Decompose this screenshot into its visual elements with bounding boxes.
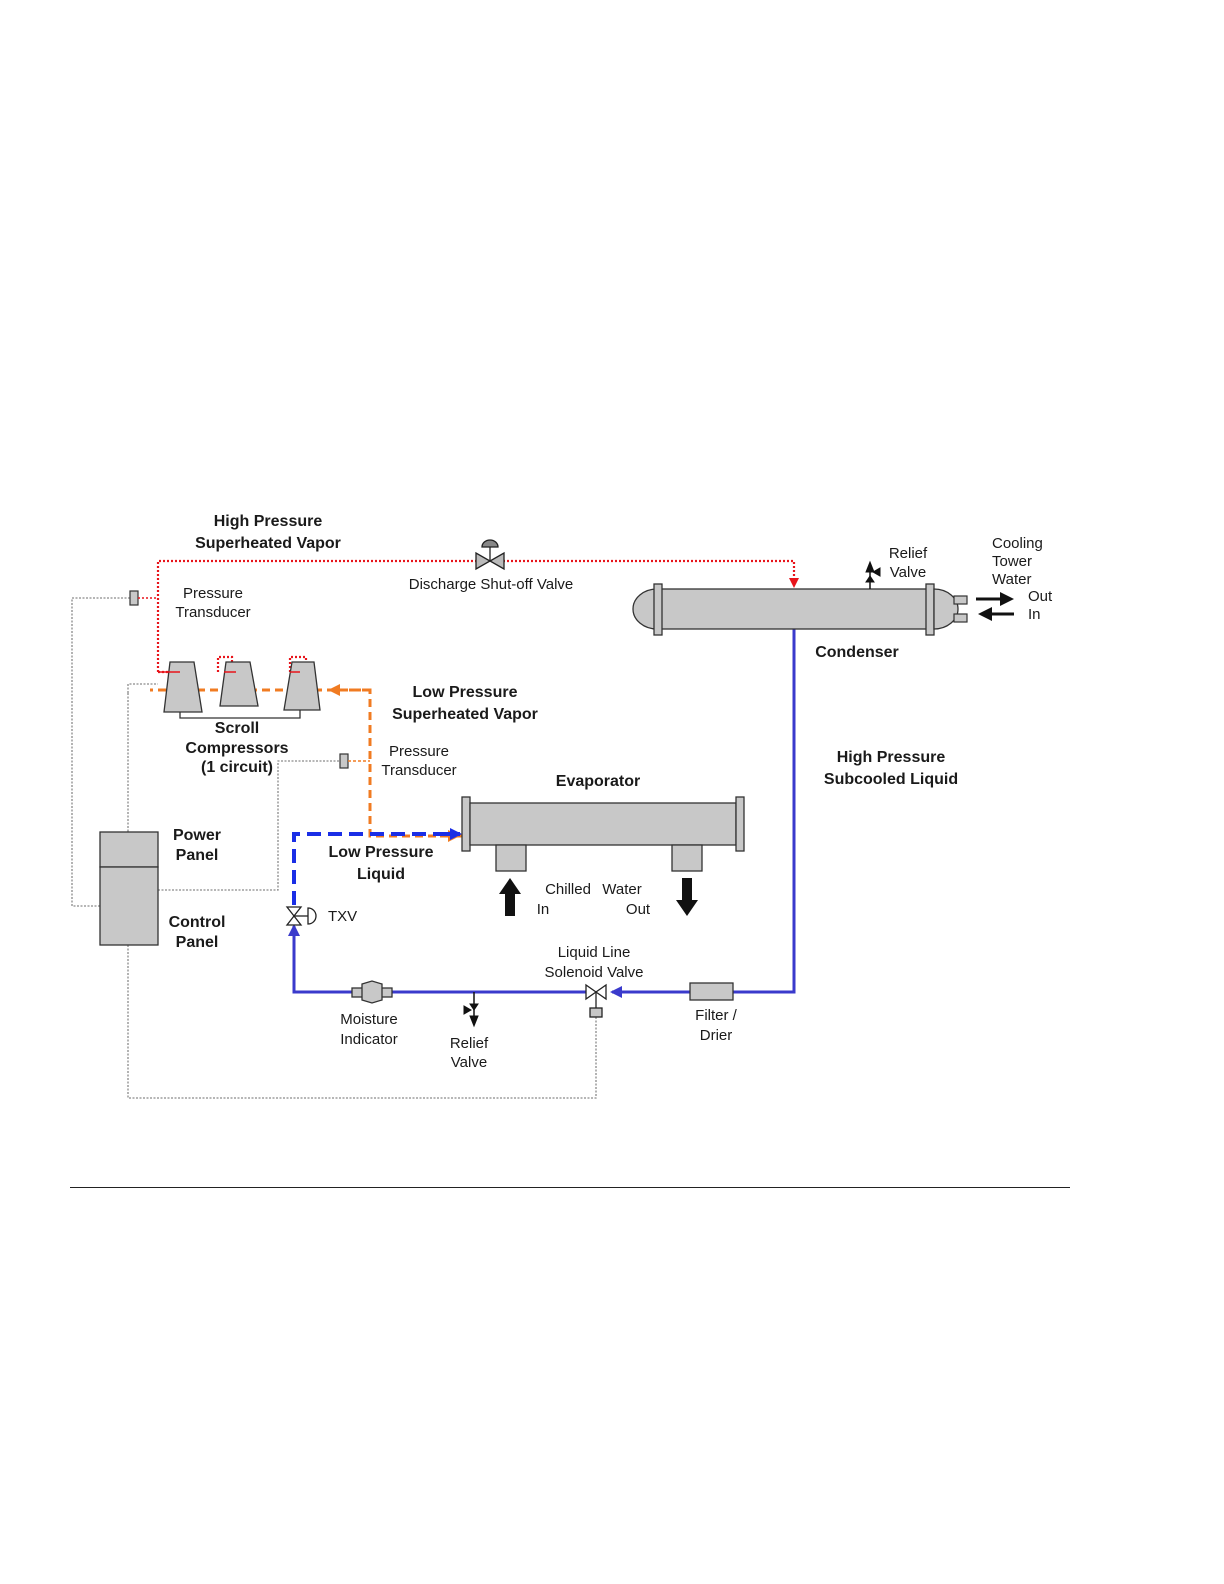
label-pressure-transducer-1b: Transducer — [175, 604, 250, 621]
label-filter-2: Drier — [700, 1027, 733, 1044]
label-low-pressure-liquid-2: Liquid — [357, 866, 405, 883]
control-panel — [99, 866, 159, 946]
high-pressure-liquid-line — [288, 628, 796, 998]
label-scroll-3: (1 circuit) — [201, 759, 273, 776]
label-high-pressure-vapor-1: High Pressure — [214, 513, 323, 530]
label-pressure-transducer-1a: Pressure — [183, 585, 243, 602]
compressor-2-icon — [219, 661, 259, 707]
chilled-water-in-arrow — [499, 878, 521, 916]
label-scroll-2: Compressors — [185, 740, 288, 757]
solenoid-valve-icon — [585, 983, 607, 1018]
label-high-pressure-vapor-2: Superheated Vapor — [195, 535, 341, 552]
compressor-3-icon — [283, 661, 321, 711]
label-power-panel-1: Power — [173, 827, 221, 844]
condenser — [632, 583, 968, 636]
compressor-1-icon — [163, 661, 203, 713]
label-chilled: Chilled — [545, 881, 591, 898]
moisture-indicator-icon — [351, 980, 393, 1004]
label-filter-1: Filter / — [695, 1007, 738, 1024]
label-cooling-out: Out — [1028, 588, 1053, 605]
label-low-pressure-liquid-1: Low Pressure — [329, 844, 434, 861]
control-wiring — [71, 597, 597, 1099]
label-condenser: Condenser — [815, 644, 899, 661]
label-relief-valve-top-2: Valve — [890, 564, 926, 581]
pressure-transducer-2-icon — [339, 753, 349, 769]
label-water: Water — [602, 881, 641, 898]
label-moisture-1: Moisture — [340, 1011, 398, 1028]
label-cooling-3: Water — [992, 571, 1031, 588]
footer-rule — [70, 1187, 1070, 1188]
label-pressure-transducer-2b: Transducer — [381, 762, 456, 779]
label-solenoid-1: Liquid Line — [558, 944, 631, 961]
cooling-water-in-arrow — [978, 607, 1014, 621]
label-high-pressure-liquid-1: High Pressure — [837, 749, 946, 766]
label-txv: TXV — [328, 908, 357, 925]
chilled-water-out-arrow — [676, 878, 698, 916]
label-relief-valve-top-1: Relief — [889, 545, 928, 562]
label-pressure-transducer-2a: Pressure — [389, 743, 449, 760]
label-discharge-valve: Discharge Shut-off Valve — [409, 576, 574, 593]
relief-valve-top-icon — [865, 560, 881, 589]
label-control-panel-1: Control — [169, 914, 226, 931]
scroll-compressors — [163, 661, 321, 713]
label-solenoid-2: Solenoid Valve — [545, 964, 644, 981]
relief-valve-bottom-icon — [463, 992, 479, 1028]
label-relief-valve-bottom-1: Relief — [450, 1035, 489, 1052]
pressure-transducer-1-icon — [129, 590, 139, 606]
label-evaporator: Evaporator — [556, 773, 640, 790]
label-control-panel-2: Panel — [176, 934, 219, 951]
filter-drier-icon — [689, 982, 734, 1001]
label-cooling-in: In — [1028, 606, 1041, 623]
label-cooling-2: Tower — [992, 553, 1032, 570]
label-chilled-out: Out — [626, 901, 651, 918]
discharge-shutoff-valve-icon — [475, 539, 505, 571]
label-scroll-1: Scroll — [215, 720, 259, 737]
label-cooling-1: Cooling — [992, 535, 1043, 552]
label-chilled-in: In — [537, 901, 550, 918]
low-pressure-liquid-line — [292, 832, 450, 905]
cooling-water-out-arrow — [976, 592, 1014, 606]
evaporator — [461, 796, 745, 872]
label-high-pressure-liquid-2: Subcooled Liquid — [824, 771, 958, 788]
label-low-pressure-vapor-2: Superheated Vapor — [392, 706, 538, 723]
label-relief-valve-bottom-2: Valve — [451, 1054, 487, 1071]
txv-icon — [285, 906, 317, 926]
power-panel — [99, 831, 159, 868]
diagram-labels: High Pressure Superheated Vapor Discharg… — [169, 513, 1053, 1071]
label-low-pressure-vapor-1: Low Pressure — [413, 684, 518, 701]
label-moisture-2: Indicator — [340, 1031, 398, 1048]
label-power-panel-2: Panel — [176, 847, 219, 864]
